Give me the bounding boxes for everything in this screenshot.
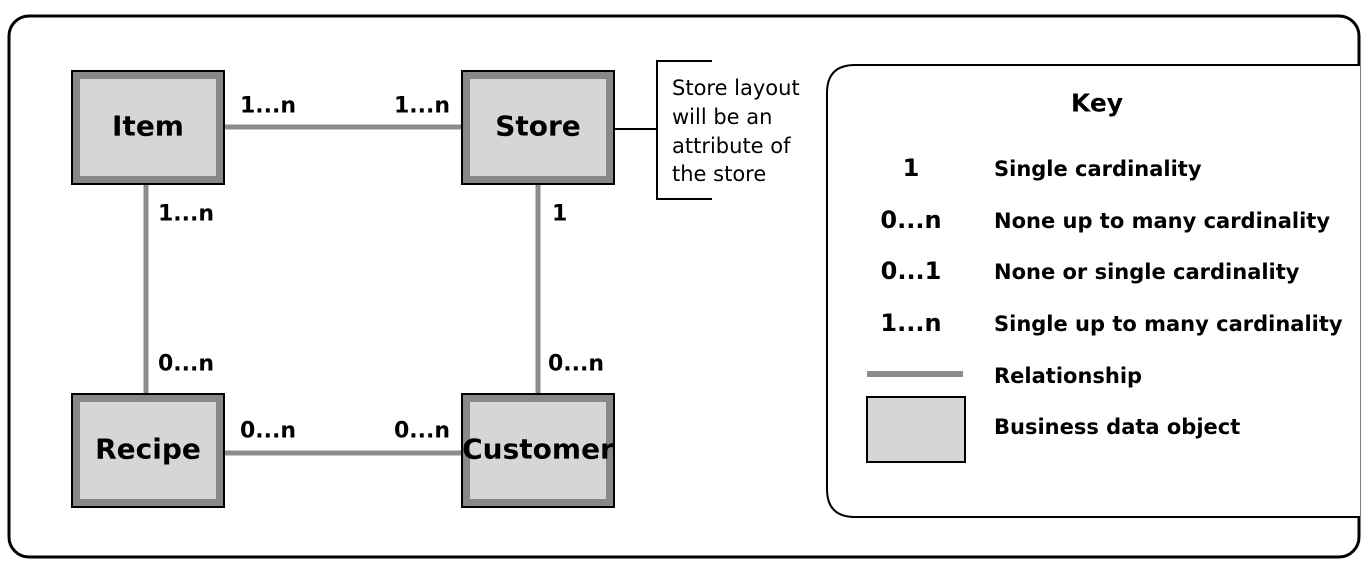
entity-store[interactable]: Store: [461, 70, 615, 185]
note-line-4: the store: [672, 162, 766, 186]
store-layout-note: Store layout will be an attribute of the…: [614, 60, 800, 200]
cardinality-recipe-customer-recipe-end: 0...n: [240, 419, 296, 444]
entity-customer-label: Customer: [462, 433, 614, 466]
key-desc-none-or-single: None or single cardinality: [994, 260, 1300, 284]
key-desc-object: Business data object: [994, 415, 1240, 439]
note-line-3: attribute of: [672, 134, 791, 158]
key-desc-single-to-many: Single up to many cardinality: [994, 312, 1343, 336]
cardinality-item-store-store-end: 1...n: [394, 94, 450, 119]
entity-store-label: Store: [495, 110, 581, 143]
key-object-swatch: [866, 396, 966, 463]
entity-customer[interactable]: Customer: [461, 393, 615, 508]
key-symbol-none-or-single: 0...1: [881, 257, 942, 285]
key-symbol-single: 1: [903, 154, 920, 182]
cardinality-item-recipe-item-end: 1...n: [158, 202, 214, 227]
key-desc-relationship: Relationship: [994, 364, 1142, 388]
cardinality-store-customer-store-end: 1: [552, 202, 567, 227]
note-bracket: [656, 60, 712, 200]
key-symbol-none-to-many: 0...n: [880, 206, 941, 234]
key-title: Key: [1071, 89, 1123, 118]
entity-recipe[interactable]: Recipe: [71, 393, 225, 508]
cardinality-item-recipe-recipe-end: 0...n: [158, 352, 214, 377]
cardinality-recipe-customer-customer-end: 0...n: [394, 419, 450, 444]
cardinality-item-store-item-end: 1...n: [240, 94, 296, 119]
note-line-1: Store layout: [672, 76, 800, 100]
key-desc-single: Single cardinality: [994, 157, 1202, 181]
entity-item-label: Item: [112, 110, 184, 143]
entity-recipe-label: Recipe: [95, 433, 201, 466]
key-panel: Key 1 Single cardinality 0...n None up t…: [826, 64, 1360, 518]
cardinality-store-customer-customer-end: 0...n: [548, 352, 604, 377]
key-symbol-single-to-many: 1...n: [880, 309, 941, 337]
note-line-2: will be an: [672, 105, 772, 129]
entity-item[interactable]: Item: [71, 70, 225, 185]
key-desc-none-to-many: None up to many cardinality: [994, 209, 1330, 233]
